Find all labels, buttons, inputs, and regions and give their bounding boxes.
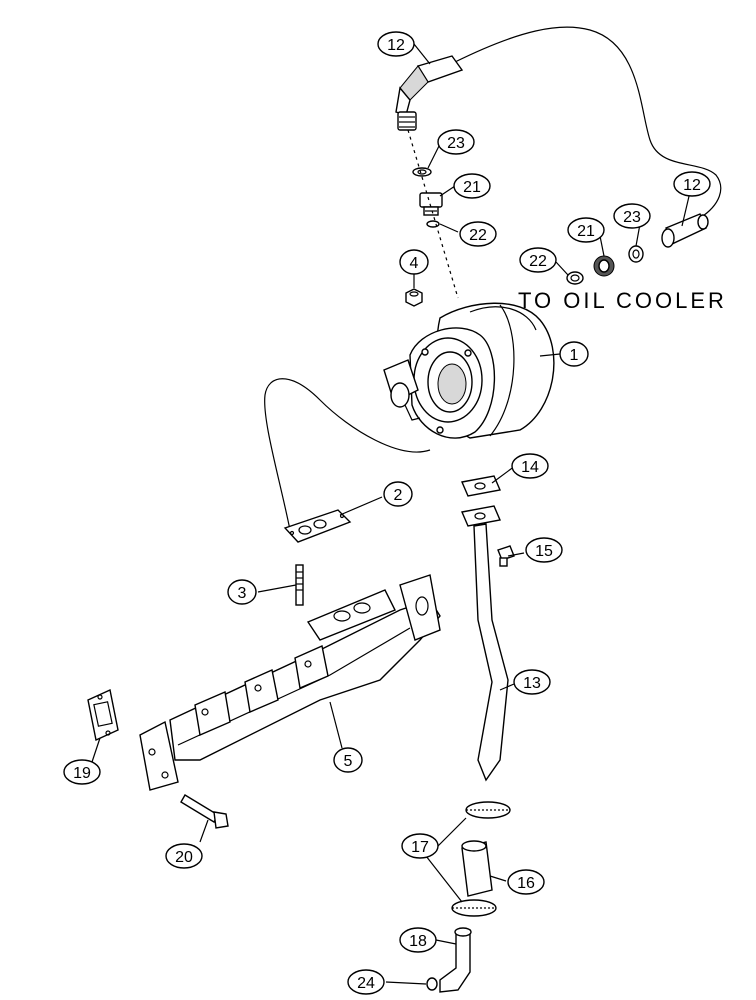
capscrew [497, 545, 515, 567]
callout-23-upper: 23 [437, 129, 475, 155]
adapter-fitting-right [593, 255, 615, 277]
svg-text:19: 19 [73, 765, 91, 782]
callout-12-upper: 12 [377, 31, 415, 57]
o-ring-right [566, 271, 584, 285]
svg-text:18: 18 [409, 933, 427, 950]
callout-18: 18 [399, 927, 437, 953]
svg-text:13: 13 [523, 675, 541, 692]
callout-16: 16 [507, 869, 545, 895]
drain-elbow [439, 927, 472, 993]
mounting-stud [295, 564, 304, 606]
callout-12-right: 12 [673, 171, 711, 197]
callout-24: 24 [347, 969, 385, 995]
callout-22-upper: 22 [459, 221, 497, 247]
oil-line-upper [395, 26, 722, 219]
svg-text:21: 21 [463, 179, 481, 196]
svg-text:21: 21 [577, 223, 595, 240]
callout-14: 14 [511, 453, 549, 479]
sealing-washer-upper [412, 167, 432, 177]
callouts: 12 23 21 22 4 21 23 12 22 1 14 [63, 31, 711, 995]
callout-4: 4 [399, 249, 429, 275]
callout-5: 5 [333, 747, 363, 773]
svg-text:1: 1 [570, 347, 579, 364]
turbocharger [383, 302, 555, 439]
manifold-bolt [180, 794, 229, 829]
callout-3: 3 [227, 579, 257, 605]
svg-text:2: 2 [394, 487, 403, 504]
svg-text:24: 24 [357, 975, 375, 992]
drain-gasket [461, 475, 501, 497]
turbo-gasket [283, 509, 352, 543]
hose-clamp-upper [465, 801, 511, 819]
callout-21-upper: 21 [453, 173, 491, 199]
callout-2: 2 [383, 481, 413, 507]
sealing-washer-right [628, 245, 644, 263]
svg-text:15: 15 [535, 543, 553, 560]
svg-text:5: 5 [344, 753, 353, 770]
callout-1: 1 [559, 341, 589, 367]
callout-22-right: 22 [519, 247, 557, 273]
callout-15: 15 [525, 537, 563, 563]
svg-text:17: 17 [411, 839, 429, 856]
oil-drain-tube [461, 505, 509, 782]
plug [426, 977, 438, 991]
svg-text:20: 20 [175, 849, 193, 866]
callout-13: 13 [513, 669, 551, 695]
hex-nut [405, 288, 423, 307]
hose-clamp-lower [451, 899, 497, 917]
callout-17: 17 [401, 833, 439, 859]
svg-text:22: 22 [469, 227, 487, 244]
svg-text:23: 23 [447, 135, 465, 152]
rubber-hose [461, 840, 493, 897]
leader-lines [91, 43, 691, 985]
oil-line-lower-fitting [661, 213, 709, 248]
adapter-fitting-upper [419, 192, 443, 216]
exhaust-manifold [139, 574, 441, 791]
svg-text:3: 3 [238, 585, 247, 602]
svg-text:22: 22 [529, 253, 547, 270]
oil-cooler-note: TO OIL COOLER [518, 288, 727, 313]
svg-text:4: 4 [410, 255, 419, 272]
callout-20: 20 [165, 843, 203, 869]
svg-text:12: 12 [387, 37, 405, 54]
manifold-end-gasket [87, 688, 119, 742]
callout-19: 19 [63, 759, 101, 785]
svg-text:16: 16 [517, 875, 535, 892]
svg-text:23: 23 [623, 209, 641, 226]
callout-21-right: 21 [567, 217, 605, 243]
svg-text:14: 14 [521, 459, 539, 476]
svg-text:12: 12 [683, 177, 701, 194]
callout-23-right: 23 [613, 203, 651, 229]
